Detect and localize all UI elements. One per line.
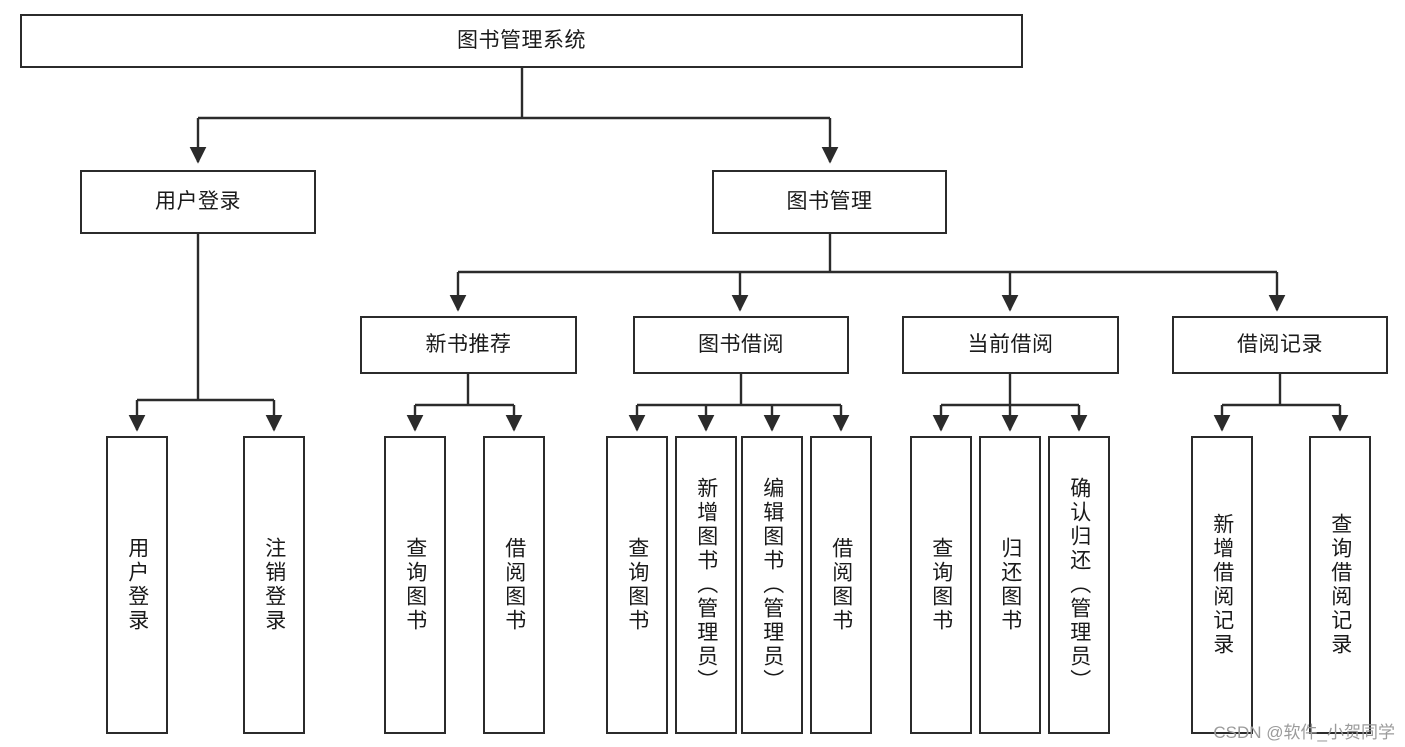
leaf-borrow-record-add[interactable]: 新增借阅记录 <box>1191 436 1253 734</box>
leaf-book-borrow-query[interactable]: 查询图书 <box>606 436 668 734</box>
leaf-user-login-logout[interactable]: 注销登录 <box>243 436 305 734</box>
node-label: 当前借阅 <box>967 332 1054 356</box>
node-label: 新增图书（管理员） <box>694 477 718 693</box>
node-label: 注销登录 <box>262 537 286 633</box>
leaf-book-borrow-add[interactable]: 新增图书（管理员） <box>675 436 737 734</box>
leaf-current-borrow-return[interactable]: 归还图书 <box>979 436 1041 734</box>
leaf-current-borrow-confirm-return[interactable]: 确认归还（管理员） <box>1048 436 1110 734</box>
leaf-book-borrow-edit[interactable]: 编辑图书（管理员） <box>741 436 803 734</box>
node-label: 查询图书 <box>929 537 953 633</box>
node-label: 借阅图书 <box>829 537 853 633</box>
node-root-system[interactable]: 图书管理系统 <box>20 14 1023 68</box>
leaf-borrow-record-query[interactable]: 查询借阅记录 <box>1309 436 1371 734</box>
leaf-user-login-login[interactable]: 用户登录 <box>106 436 168 734</box>
node-book-borrow[interactable]: 图书借阅 <box>633 316 849 374</box>
node-label: 借阅记录 <box>1237 332 1323 356</box>
node-label: 用户登录 <box>125 537 149 633</box>
node-label: 新书推荐 <box>425 332 512 356</box>
node-label: 借阅图书 <box>502 537 526 633</box>
node-label: 编辑图书（管理员） <box>760 477 784 693</box>
node-label: 用户登录 <box>155 189 241 213</box>
node-label: 图书管理 <box>786 189 873 213</box>
leaf-current-borrow-query[interactable]: 查询图书 <box>910 436 972 734</box>
leaf-book-borrow-borrow[interactable]: 借阅图书 <box>810 436 872 734</box>
leaf-new-book-query[interactable]: 查询图书 <box>384 436 446 734</box>
node-current-borrow[interactable]: 当前借阅 <box>902 316 1119 374</box>
node-label: 查询图书 <box>403 537 427 633</box>
node-label: 确认归还（管理员） <box>1067 477 1091 693</box>
node-label: 新增借阅记录 <box>1210 513 1234 657</box>
node-label: 图书管理系统 <box>457 28 586 52</box>
node-label: 查询借阅记录 <box>1328 513 1352 657</box>
node-label: 归还图书 <box>998 537 1022 633</box>
node-user-login[interactable]: 用户登录 <box>80 170 316 234</box>
csdn-watermark: CSDN @软件_小贺同学 <box>1213 723 1395 742</box>
node-new-book-recommend[interactable]: 新书推荐 <box>360 316 577 374</box>
leaf-new-book-borrow[interactable]: 借阅图书 <box>483 436 545 734</box>
node-label: 查询图书 <box>625 537 649 633</box>
node-label: 图书借阅 <box>698 332 784 356</box>
node-borrow-record[interactable]: 借阅记录 <box>1172 316 1388 374</box>
node-book-management[interactable]: 图书管理 <box>712 170 947 234</box>
